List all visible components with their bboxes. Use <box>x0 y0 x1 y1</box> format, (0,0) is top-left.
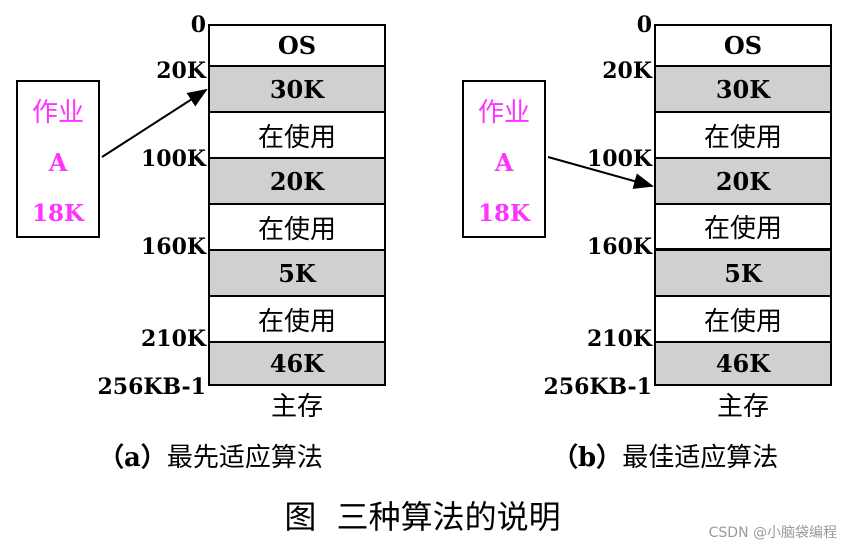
memory-caption: 主存 <box>716 392 769 422</box>
panel-best-fit: 作业 A 18K 0 20K 100K 160K 210K 256KB-1 OS… <box>446 0 845 440</box>
memory-block-used: 在使用 <box>656 205 830 251</box>
job-name: 作业 <box>31 98 84 128</box>
job-size: 18K <box>32 200 84 227</box>
caption-prefix: （a） <box>98 443 167 473</box>
figure-title: 图 三种算法的说明 <box>284 498 561 536</box>
job-box: 作业 A 18K <box>462 80 546 238</box>
address-label: 160K <box>140 234 206 260</box>
caption-first-fit: （a）最先适应算法 <box>98 437 323 474</box>
memory-block-used: 在使用 <box>656 113 830 159</box>
panel-first-fit: 作业 A 18K 0 20K 100K 160K 210K 256KB-1 OS… <box>0 0 420 440</box>
memory-block-os: OS <box>656 26 830 67</box>
address-label: 100K <box>140 146 206 172</box>
memory-block-used: 在使用 <box>656 297 830 343</box>
memory-block-used: 在使用 <box>210 113 384 159</box>
allocation-arrow <box>101 88 208 158</box>
caption-prefix: （b） <box>552 443 623 473</box>
memory-caption: 主存 <box>270 392 323 422</box>
job-size: 18K <box>478 200 530 227</box>
memory-block-free: 20K <box>210 159 384 205</box>
memory-block-free: 20K <box>656 159 830 205</box>
memory-block-free: 30K <box>210 67 384 113</box>
memory-column: OS 30K 在使用 20K 在使用 5K 在使用 46K <box>208 24 386 386</box>
memory-block-os: OS <box>210 26 384 67</box>
address-label: 0 <box>636 12 652 38</box>
memory-block-used: 在使用 <box>210 297 384 343</box>
address-label: 20K <box>156 58 206 84</box>
watermark: CSDN @小脑袋编程 <box>708 525 837 541</box>
caption-text: 最先适应算法 <box>166 443 323 473</box>
job-name: 作业 <box>477 98 530 128</box>
address-label: 160K <box>586 234 652 260</box>
address-label: 0 <box>190 12 206 38</box>
address-label: 210K <box>140 326 206 352</box>
memory-column: OS 30K 在使用 20K 在使用 5K 在使用 46K <box>654 24 832 386</box>
job-letter: A <box>48 148 68 177</box>
allocation-arrow <box>547 156 654 189</box>
address-label: 256KB-1 <box>97 374 207 400</box>
memory-block-free: 5K <box>656 251 830 297</box>
address-label: 100K <box>586 146 652 172</box>
address-label: 20K <box>602 58 652 84</box>
memory-block-free: 46K <box>210 343 384 384</box>
memory-block-used: 在使用 <box>210 205 384 251</box>
caption-text: 最佳适应算法 <box>622 443 779 473</box>
memory-block-free: 30K <box>656 67 830 113</box>
memory-block-free: 46K <box>656 343 830 384</box>
memory-block-free: 5K <box>210 251 384 297</box>
address-label: 256KB-1 <box>543 374 653 400</box>
address-label: 210K <box>586 326 652 352</box>
job-box: 作业 A 18K <box>16 80 100 238</box>
job-letter: A <box>494 148 514 177</box>
caption-best-fit: （b）最佳适应算法 <box>552 437 778 474</box>
